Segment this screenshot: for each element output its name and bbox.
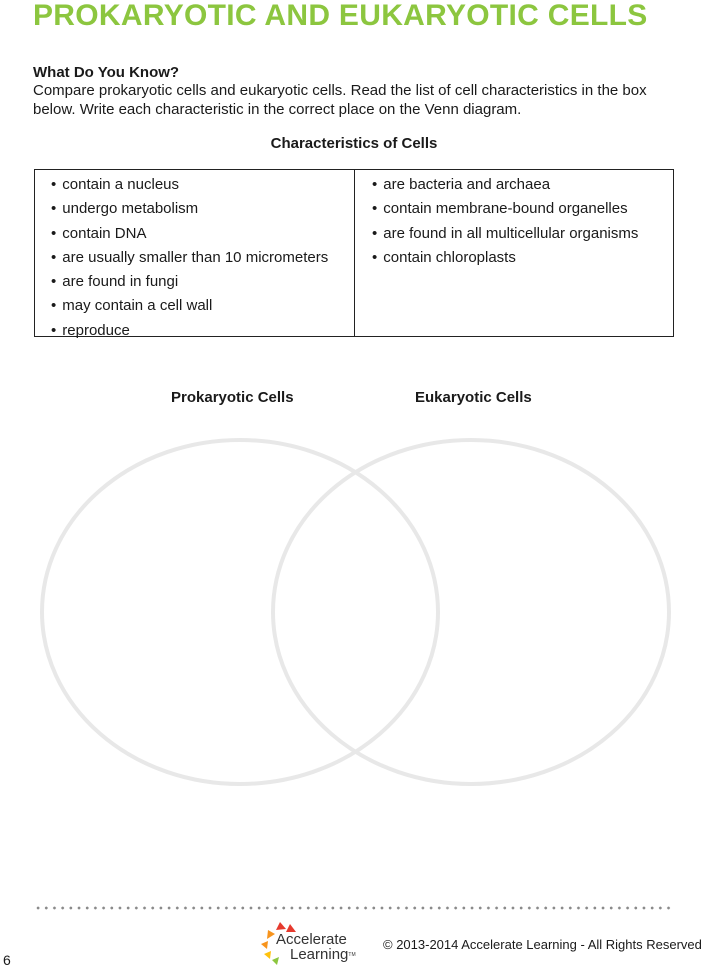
venn-circle-prokaryotic[interactable] bbox=[40, 438, 440, 786]
page-title: PROKARYOTIC AND EUKARYOTIC CELLS bbox=[33, 0, 648, 32]
characteristic-item: undergo metabolism bbox=[51, 197, 328, 221]
copyright-text: © 2013-2014 Accelerate Learning - All Ri… bbox=[383, 937, 702, 952]
logo-text-accelerate: Accelerate bbox=[276, 931, 347, 948]
characteristic-item: are found in fungi bbox=[51, 270, 328, 294]
characteristics-column-right: are bacteria and archaea contain membran… bbox=[355, 170, 673, 336]
characteristics-box: contain a nucleus undergo metabolism con… bbox=[34, 169, 674, 339]
characteristic-item: reproduce bbox=[51, 319, 328, 343]
logo-text-learning: LearningTM bbox=[290, 946, 356, 963]
accelerate-learning-logo: Accelerate LearningTM bbox=[258, 920, 376, 966]
characteristic-item: contain membrane-bound organelles bbox=[372, 197, 638, 221]
logo-mark-icon bbox=[261, 922, 296, 965]
characteristics-title: Characteristics of Cells bbox=[270, 135, 438, 152]
characteristics-column-left: contain a nucleus undergo metabolism con… bbox=[35, 170, 355, 339]
characteristic-item: contain chloroplasts bbox=[372, 246, 638, 270]
characteristic-item: are bacteria and archaea bbox=[372, 173, 638, 197]
venn-label-prokaryotic: Prokaryotic Cells bbox=[171, 389, 294, 406]
characteristic-item: are usually smaller than 10 micrometers bbox=[51, 246, 328, 270]
footer-divider bbox=[34, 906, 674, 910]
venn-circle-eukaryotic[interactable] bbox=[271, 438, 671, 786]
characteristic-item: contain DNA bbox=[51, 222, 328, 246]
instructions-text: Compare prokaryotic cells and eukaryotic… bbox=[33, 82, 647, 118]
section-heading: What Do You Know? bbox=[33, 64, 180, 81]
characteristic-item: may contain a cell wall bbox=[51, 294, 328, 318]
venn-label-eukaryotic: Eukaryotic Cells bbox=[415, 389, 532, 406]
characteristic-item: are found in all multicellular organisms bbox=[372, 222, 638, 246]
characteristic-item: contain a nucleus bbox=[51, 173, 328, 197]
page-number: 6 bbox=[3, 952, 11, 968]
